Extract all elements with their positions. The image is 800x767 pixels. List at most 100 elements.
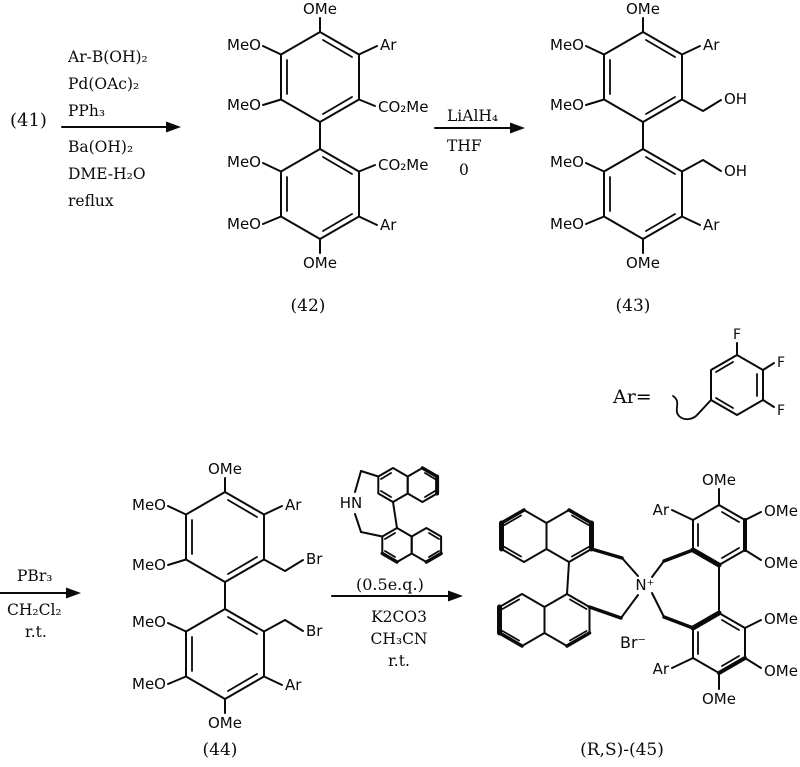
reagent-line: PPh₃ (68, 102, 106, 120)
ar-label: Ar (703, 36, 720, 54)
ome-label: OMe (764, 610, 798, 628)
azepinium-ring (587, 547, 695, 630)
ar-label: Ar (653, 501, 670, 519)
step3-reagent-above: PBr₃ (17, 567, 53, 585)
meo-label: MeO (550, 153, 584, 171)
step1-reagents-below: Ba(OH)₂ DME-H₂O reflux (68, 134, 146, 215)
ch2-linker (681, 159, 722, 173)
ester-label: CO₂Me (378, 98, 428, 116)
naphthalene (377, 466, 440, 503)
ar-label: Ar (653, 660, 670, 678)
compound-44-structure: OMe MeO MeO Ar Br MeO MeO OMe Br Ar (132, 460, 323, 732)
compound-44-label: (44) (202, 740, 238, 760)
fluorine-label: F (733, 327, 741, 343)
ar-label: Ar (380, 216, 397, 234)
ar-label: Ar (380, 36, 397, 54)
ch2-linker (681, 98, 722, 112)
benzene-ring (280, 31, 360, 123)
reaction-arrow (434, 122, 525, 134)
oh-label: OH (724, 90, 747, 108)
ome-label: OMe (764, 662, 798, 680)
ome-label: OMe (702, 471, 736, 489)
compound-41-label: (41) (10, 110, 47, 131)
ar-label: Ar (285, 496, 302, 514)
arrowhead (510, 122, 525, 134)
ar-definition-label: Ar= (613, 386, 652, 408)
meo-label: MeO (550, 96, 584, 114)
meo-label: MeO (132, 675, 166, 693)
biaryl-skeleton (671, 488, 762, 690)
step4-reagents-below: K2CO3 CH₃CN r.t. (343, 606, 455, 672)
compound-45-label: (R,S)-(45) (580, 740, 664, 760)
step4-equivalents: (0.5e.q.) (356, 575, 424, 594)
step2-solvent: THF (447, 137, 482, 155)
reagent-line: Ba(OH)₂ (68, 138, 134, 156)
ch2-linker (263, 558, 304, 572)
compound-42-label: (42) (290, 296, 326, 316)
ome-label: OMe (626, 0, 660, 18)
ome-label: OMe (626, 254, 660, 272)
meo-label: MeO (132, 613, 166, 631)
meo-label: MeO (227, 153, 261, 171)
ome-label: OMe (702, 690, 736, 708)
br-label: Br (306, 622, 323, 640)
meo-label: MeO (132, 496, 166, 514)
ammonium-label: N⁺ (635, 576, 654, 594)
ome-label: OMe (303, 0, 337, 18)
compound-43-label: (43) (615, 296, 651, 316)
biaryl-skeleton (167, 477, 304, 714)
benzene-ring (603, 148, 683, 240)
benzene-ring (603, 31, 683, 123)
ome-label: OMe (764, 502, 798, 520)
ar-definition-structure: F F F (672, 327, 785, 421)
compound-42-structure: OMe MeO MeO Ar CO₂Me MeO MeO OMe CO₂Me A… (227, 0, 428, 272)
step3-temperature: r.t. (25, 623, 47, 641)
meo-label: MeO (550, 36, 584, 54)
reaction-arrow (0, 587, 81, 599)
reagent-line: DME-H₂O (68, 165, 146, 183)
meo-label: MeO (227, 96, 261, 114)
reagent-line: Ar-B(OH)₂ (68, 48, 148, 66)
benzene-ring (185, 608, 265, 700)
compound-45-structure: N⁺ Br⁻ OMe Ar OMe (497, 471, 798, 708)
naphthalene (497, 593, 592, 648)
reagent-line: r.t. (388, 652, 410, 670)
biaryl-skeleton (262, 17, 378, 254)
ome-label: OMe (208, 460, 242, 478)
fluorine-label: F (777, 355, 785, 371)
step1-reagents-above: Ar-B(OH)₂ Pd(OAc)₂ PPh₃ (68, 44, 148, 125)
reagent-line: reflux (68, 192, 114, 210)
benzene-ring (185, 491, 265, 583)
ch2-linker (263, 619, 304, 633)
ome-label: OMe (764, 554, 798, 572)
biaryl-skeleton (585, 17, 722, 254)
ar-label: Ar (703, 216, 720, 234)
naphthalene (380, 527, 443, 564)
binaphthyl-azepine-amine: HN (340, 466, 443, 564)
reaction-arrow (331, 590, 463, 602)
meo-label: MeO (132, 556, 166, 574)
trifluorophenyl-ring (672, 342, 775, 421)
reagent-line: CH₃CN (370, 630, 428, 648)
br-label: Br (306, 550, 323, 568)
azepine-ring (354, 470, 384, 538)
ar-label: Ar (285, 676, 302, 694)
binaphthyl-bond (566, 561, 570, 595)
arrowhead (448, 590, 463, 602)
benzene-ring (710, 354, 764, 416)
oh-label: OH (724, 162, 747, 180)
meo-label: MeO (550, 215, 584, 233)
step2-temperature: 0 (459, 161, 469, 179)
binaphthyl-bond (392, 501, 398, 529)
bromide-counterion-label: Br⁻ (620, 633, 646, 652)
reaction-arrow (61, 121, 181, 133)
compound-43-structure: OMe MeO MeO Ar OH MeO MeO OMe OH Ar (550, 0, 747, 272)
ome-label: OMe (208, 714, 242, 732)
step3-solvent: CH₂Cl₂ (7, 601, 62, 619)
ester-label: CO₂Me (378, 156, 428, 174)
reagent-line: Pd(OAc)₂ (68, 75, 140, 93)
nh-label: HN (340, 494, 363, 512)
ome-label: OMe (303, 254, 337, 272)
step2-reagent-above: LiAlH₄ (447, 107, 499, 125)
